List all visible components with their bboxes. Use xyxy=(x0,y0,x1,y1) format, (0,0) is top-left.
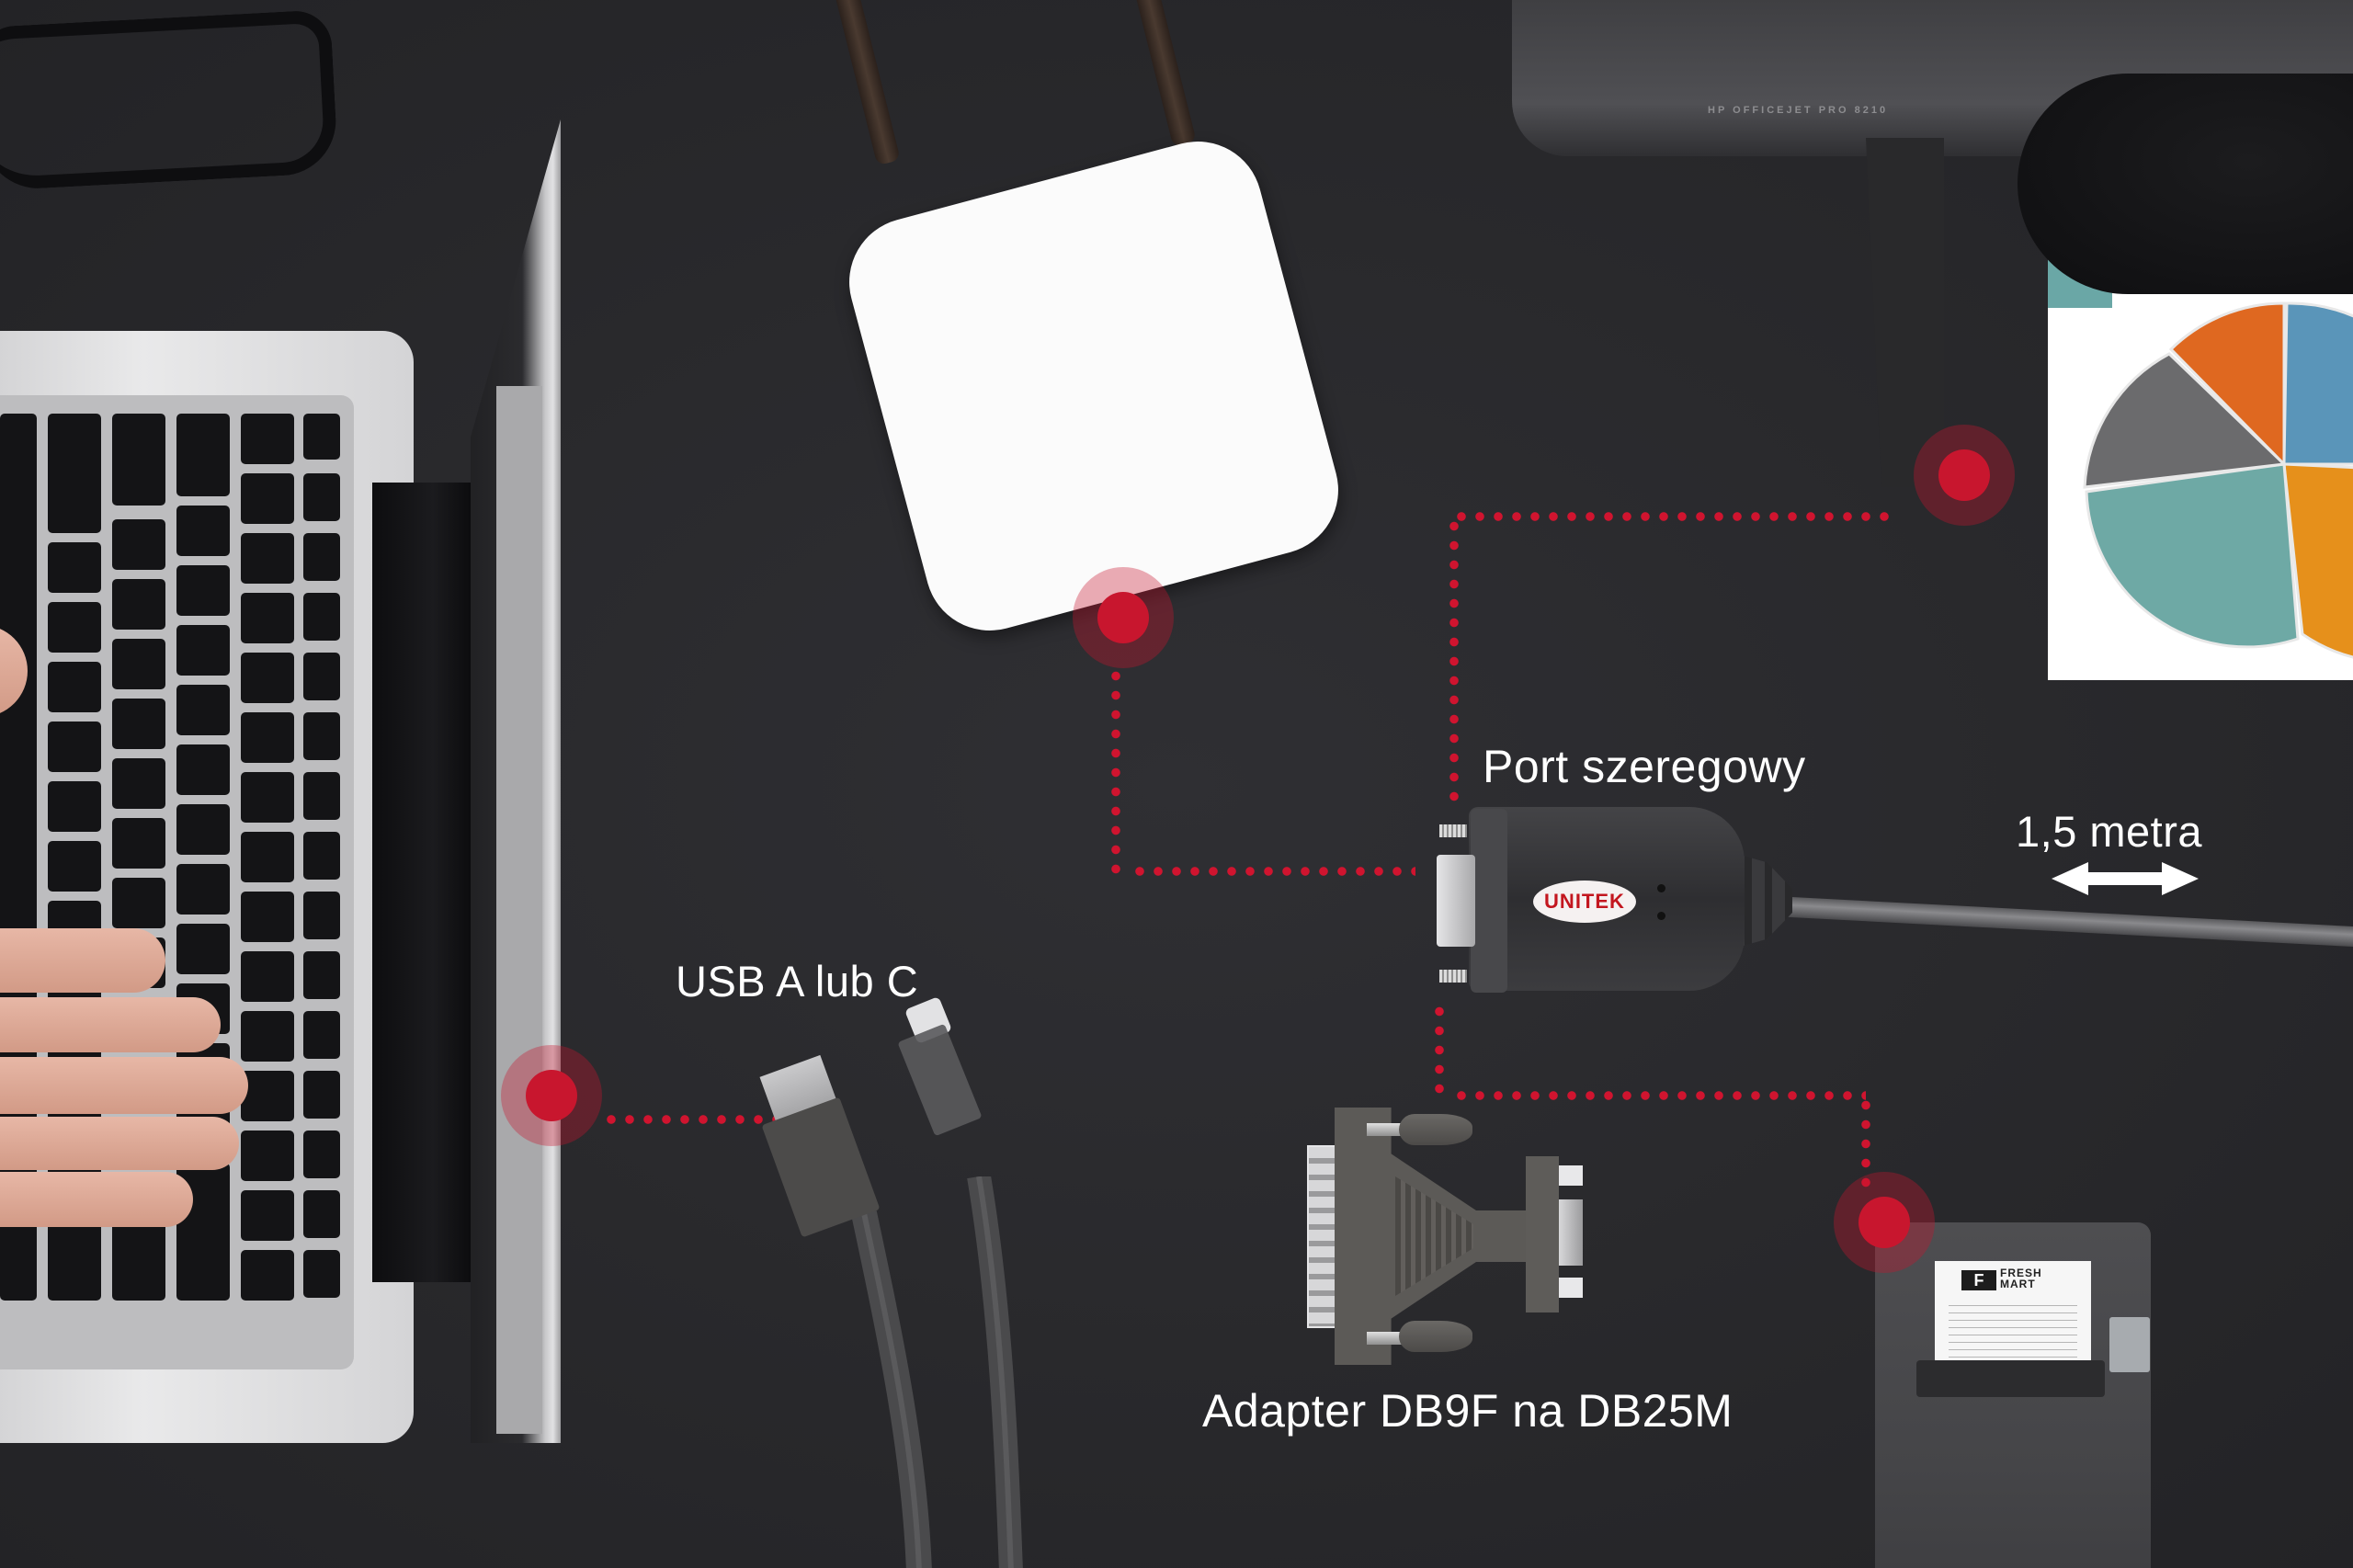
connector-line xyxy=(1435,1002,1444,1094)
thumbscrew-shaft xyxy=(1367,1123,1404,1136)
connector-line xyxy=(1861,1096,1870,1187)
db9-tab xyxy=(1559,1278,1583,1298)
usb-cable-wires xyxy=(851,1176,1023,1568)
connection-marker-laptop xyxy=(501,1045,602,1146)
receipt-logo: F xyxy=(1961,1270,1996,1290)
hand xyxy=(0,1057,248,1114)
db25-pins xyxy=(1307,1145,1338,1328)
hand xyxy=(0,997,221,1052)
db9-plug xyxy=(1437,855,1475,947)
connector-line xyxy=(1111,666,1120,878)
printer-output-tray xyxy=(2018,74,2353,294)
db9-socket xyxy=(1559,1199,1583,1266)
label-usb-type: USB A lub C xyxy=(676,957,919,1006)
label-cable-length: 1,5 metra xyxy=(2016,807,2203,856)
label-serial-port: Port szeregowy xyxy=(1483,741,1806,792)
label-adapter: Adapter DB9F na DB25M xyxy=(1202,1385,1733,1437)
connector-line xyxy=(1131,867,1415,876)
laptop-keyboard xyxy=(0,395,354,1369)
router-body xyxy=(835,127,1353,645)
laptop-lid-reflection xyxy=(496,386,542,1434)
antenna xyxy=(1129,0,1197,148)
receipt-slot xyxy=(1916,1360,2105,1397)
double-arrow-icon xyxy=(2052,862,2199,895)
antenna xyxy=(833,0,901,166)
cutter-button xyxy=(2109,1317,2150,1372)
receipt-text-lines xyxy=(1949,1305,2077,1360)
hand xyxy=(0,1117,239,1170)
thumbscrew-shaft xyxy=(1367,1332,1404,1345)
unitek-logo: UNITEK xyxy=(1533,881,1636,923)
connector-line xyxy=(1452,1091,1866,1100)
connector-line xyxy=(1449,517,1459,801)
receipt-brand: FRESH MART xyxy=(2000,1267,2042,1290)
thumbscrew-icon xyxy=(1399,1114,1472,1145)
db9-end xyxy=(1526,1156,1559,1312)
db9-tab xyxy=(1559,1165,1583,1186)
led-dot xyxy=(1657,884,1665,892)
receipt-brand-line1: FRESH xyxy=(2000,1267,2042,1279)
connection-marker-router xyxy=(1073,567,1174,668)
printer-model-text: HP OFFICEJET PRO 8210 xyxy=(1708,105,1889,116)
thumbscrew-icon xyxy=(1399,1321,1472,1352)
connection-marker-receipt-printer xyxy=(1834,1172,1935,1273)
connector-line xyxy=(1452,512,1893,521)
screw-icon xyxy=(1439,824,1467,837)
screw-icon xyxy=(1439,970,1467,983)
laptop-hinge xyxy=(372,483,473,1282)
glasses-prop xyxy=(0,9,339,191)
connector-line xyxy=(602,1115,786,1124)
receipt-brand-line2: MART xyxy=(2000,1278,2036,1290)
serial-flange xyxy=(1471,809,1507,993)
hand xyxy=(0,1172,193,1227)
usb-c-housing xyxy=(897,1023,983,1137)
led-dot xyxy=(1657,912,1665,920)
connection-marker-printer xyxy=(1914,425,2015,526)
hand xyxy=(0,928,165,993)
serial-cable xyxy=(1773,896,2353,949)
pie-chart-printout xyxy=(2083,301,2353,659)
